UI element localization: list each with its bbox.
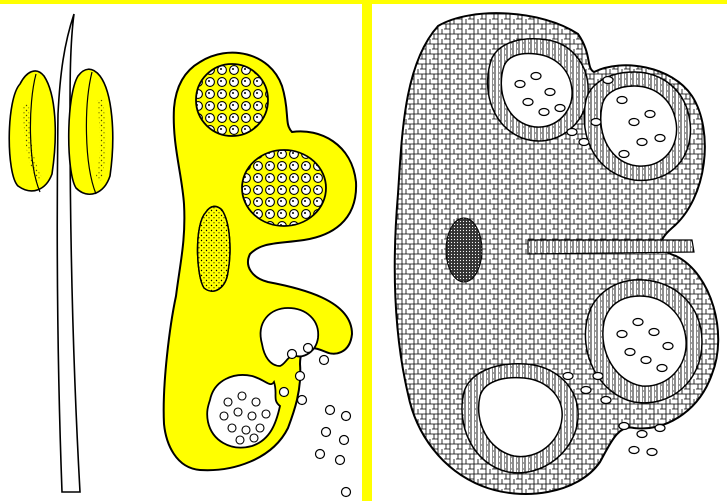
stamen bbox=[9, 14, 113, 492]
left-panel bbox=[0, 4, 362, 501]
right-panel bbox=[372, 4, 727, 501]
vascular-bundle bbox=[446, 218, 482, 282]
anther-section-schematic bbox=[164, 53, 356, 497]
left-panel-drawing bbox=[0, 4, 362, 501]
locule-upper-right bbox=[242, 150, 326, 226]
locule-upper-left bbox=[196, 64, 268, 136]
vascular-bundle bbox=[198, 206, 231, 291]
right-panel-drawing bbox=[372, 4, 727, 501]
